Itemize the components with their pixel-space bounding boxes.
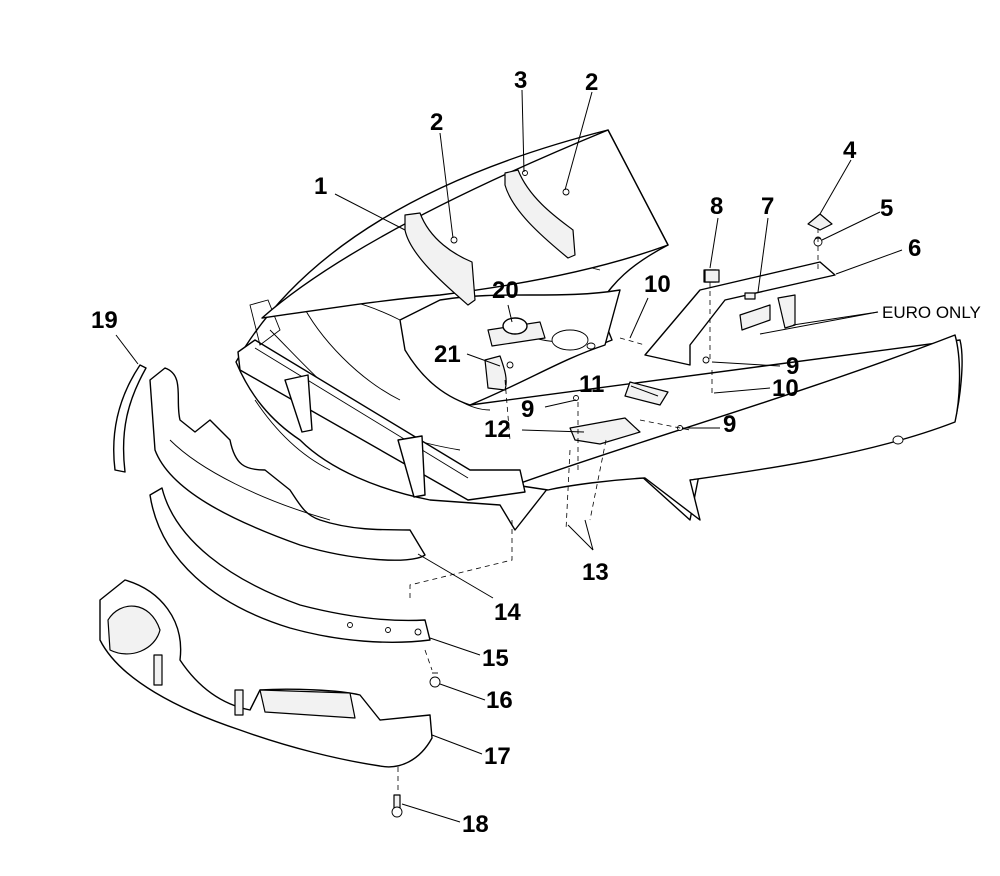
callout-5: 5 [880,195,893,222]
callout-4: 4 [843,137,857,164]
callout-10-lower: 10 [772,375,799,402]
center-plates [484,236,822,445]
screw-16 [429,672,441,688]
callout-2-right: 2 [585,69,598,96]
lower-rail-part [149,487,431,643]
callout-10-upper: 10 [644,271,671,298]
callout-labels: 1 2 2 3 4 5 6 7 8 9 9 9 10 10 11 12 13 1… [91,67,981,838]
callout-11: 11 [579,371,604,398]
screw-18 [391,794,403,818]
callout-12: 12 [484,416,511,443]
callout-18: 18 [462,811,489,838]
assembly-lines [397,228,819,790]
leader-lines [115,89,903,823]
callout-15: 15 [482,645,509,672]
callout-16: 16 [486,687,513,714]
callout-6: 6 [908,235,921,262]
callout-1: 1 [314,173,327,200]
callout-17: 17 [484,743,511,770]
callout-9-right-lower: 9 [723,411,736,438]
callout-21: 21 [434,341,461,368]
fasteners [704,213,833,283]
callout-7: 7 [761,193,774,220]
upper-panel [261,129,669,319]
lower-bumper-part [99,579,433,768]
bumper-foam-part [149,367,426,561]
callout-8: 8 [710,193,723,220]
callout-3: 3 [514,67,527,94]
euro-only-note: EURO ONLY [882,303,981,322]
callout-13: 13 [582,559,609,586]
callout-2-left: 2 [430,109,443,136]
right-rail-part [644,261,836,366]
callout-9-right-upper: 9 [786,353,799,380]
callout-19: 19 [91,307,118,334]
side-strip-part [113,364,147,473]
callout-20: 20 [492,277,519,304]
callout-9-left: 9 [521,396,534,423]
callout-14: 14 [494,599,521,626]
